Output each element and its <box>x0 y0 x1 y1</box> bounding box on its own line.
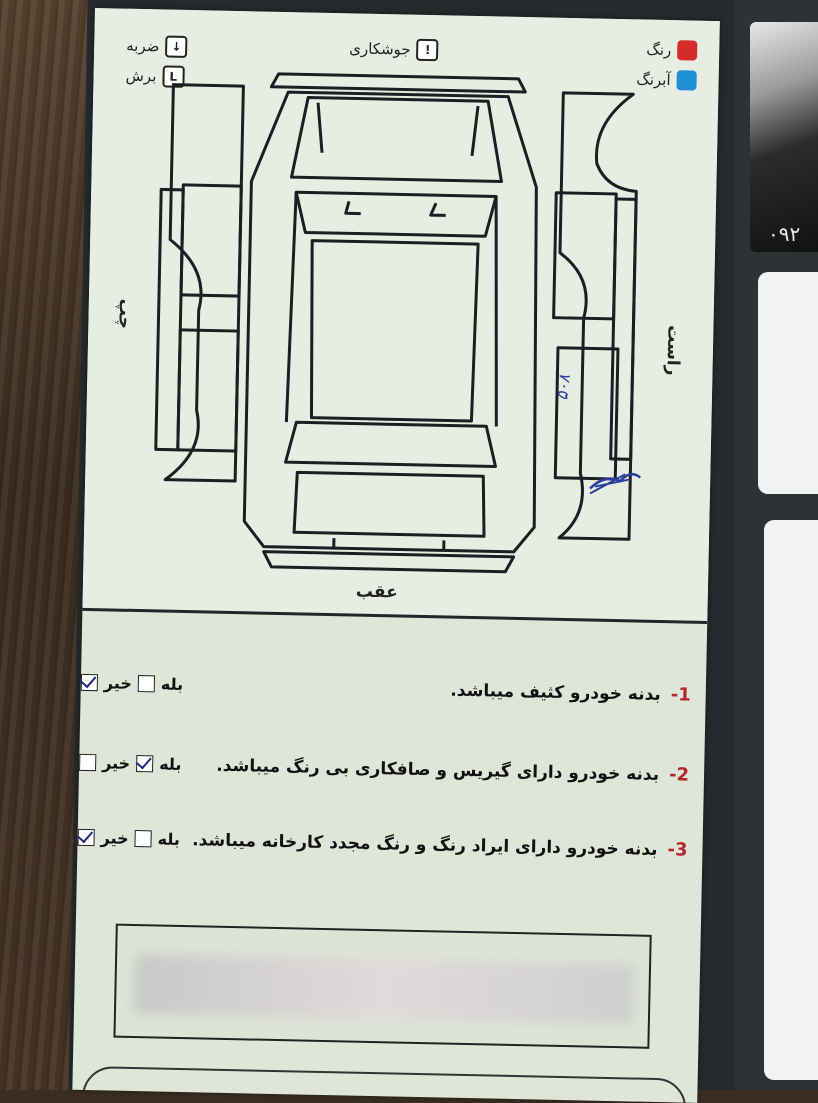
question-number: 2- <box>668 764 690 786</box>
yes-label: بله <box>157 829 181 849</box>
adjacent-page-number: ۰۹۲ <box>768 222 801 246</box>
no-checkbox[interactable] <box>79 753 97 772</box>
adjacent-page-photo <box>750 22 818 252</box>
rear-label: عقب <box>355 581 398 603</box>
body-diagram-section: رنگ آبرنگ ! جوشکاری ↓ ضربه L برش <box>82 8 720 624</box>
answer-options: بله خیر <box>79 753 182 774</box>
no-checkbox[interactable] <box>77 828 95 847</box>
yes-label: بله <box>158 754 182 774</box>
answer-options: بله خیر <box>80 673 184 694</box>
bottom-rounded-field <box>81 1065 687 1103</box>
question-text: بدنه خودرو دارای گیریس و صافکاری بی رنگ … <box>216 755 660 785</box>
questions-section: 1- بدنه خودرو کثیف میباشد. بله خیر 2- بد… <box>76 612 707 925</box>
no-label: خیر <box>103 673 133 693</box>
question-number: 1- <box>670 684 691 706</box>
yes-checkbox[interactable] <box>137 675 156 693</box>
question-text: بدنه خودرو دارای ایراد رنگ و رنگ مجدد کا… <box>191 830 658 860</box>
handwritten-note: ۵۰۸ <box>552 373 574 402</box>
inspection-sheet: رنگ آبرنگ ! جوشکاری ↓ ضربه L برش <box>72 8 720 1103</box>
question-3: 3- بدنه خودرو دارای ایراد رنگ و رنگ مجدد… <box>77 827 688 861</box>
blurred-content <box>133 954 636 1025</box>
right-side-label: راست <box>662 324 684 376</box>
adjacent-page-card <box>758 272 818 494</box>
no-label: خیر <box>101 753 131 773</box>
yes-label: بله <box>160 674 184 694</box>
question-number: 3- <box>667 839 688 861</box>
left-side-label: چپ <box>114 298 135 330</box>
no-checkbox[interactable] <box>80 673 99 692</box>
adjacent-page-card <box>764 520 818 1080</box>
yes-checkbox[interactable] <box>134 830 152 848</box>
car-body-outline <box>154 72 642 574</box>
question-1: 1- بدنه خودرو کثیف میباشد. بله خیر <box>80 672 691 706</box>
answer-options: بله خیر <box>77 828 180 849</box>
notes-box <box>113 923 652 1049</box>
question-2: 2- بدنه خودرو دارای گیریس و صافکاری بی ر… <box>79 752 689 786</box>
yes-checkbox[interactable] <box>136 755 154 773</box>
question-text: بدنه خودرو کثیف میباشد. <box>450 680 662 705</box>
no-label: خیر <box>100 828 129 848</box>
